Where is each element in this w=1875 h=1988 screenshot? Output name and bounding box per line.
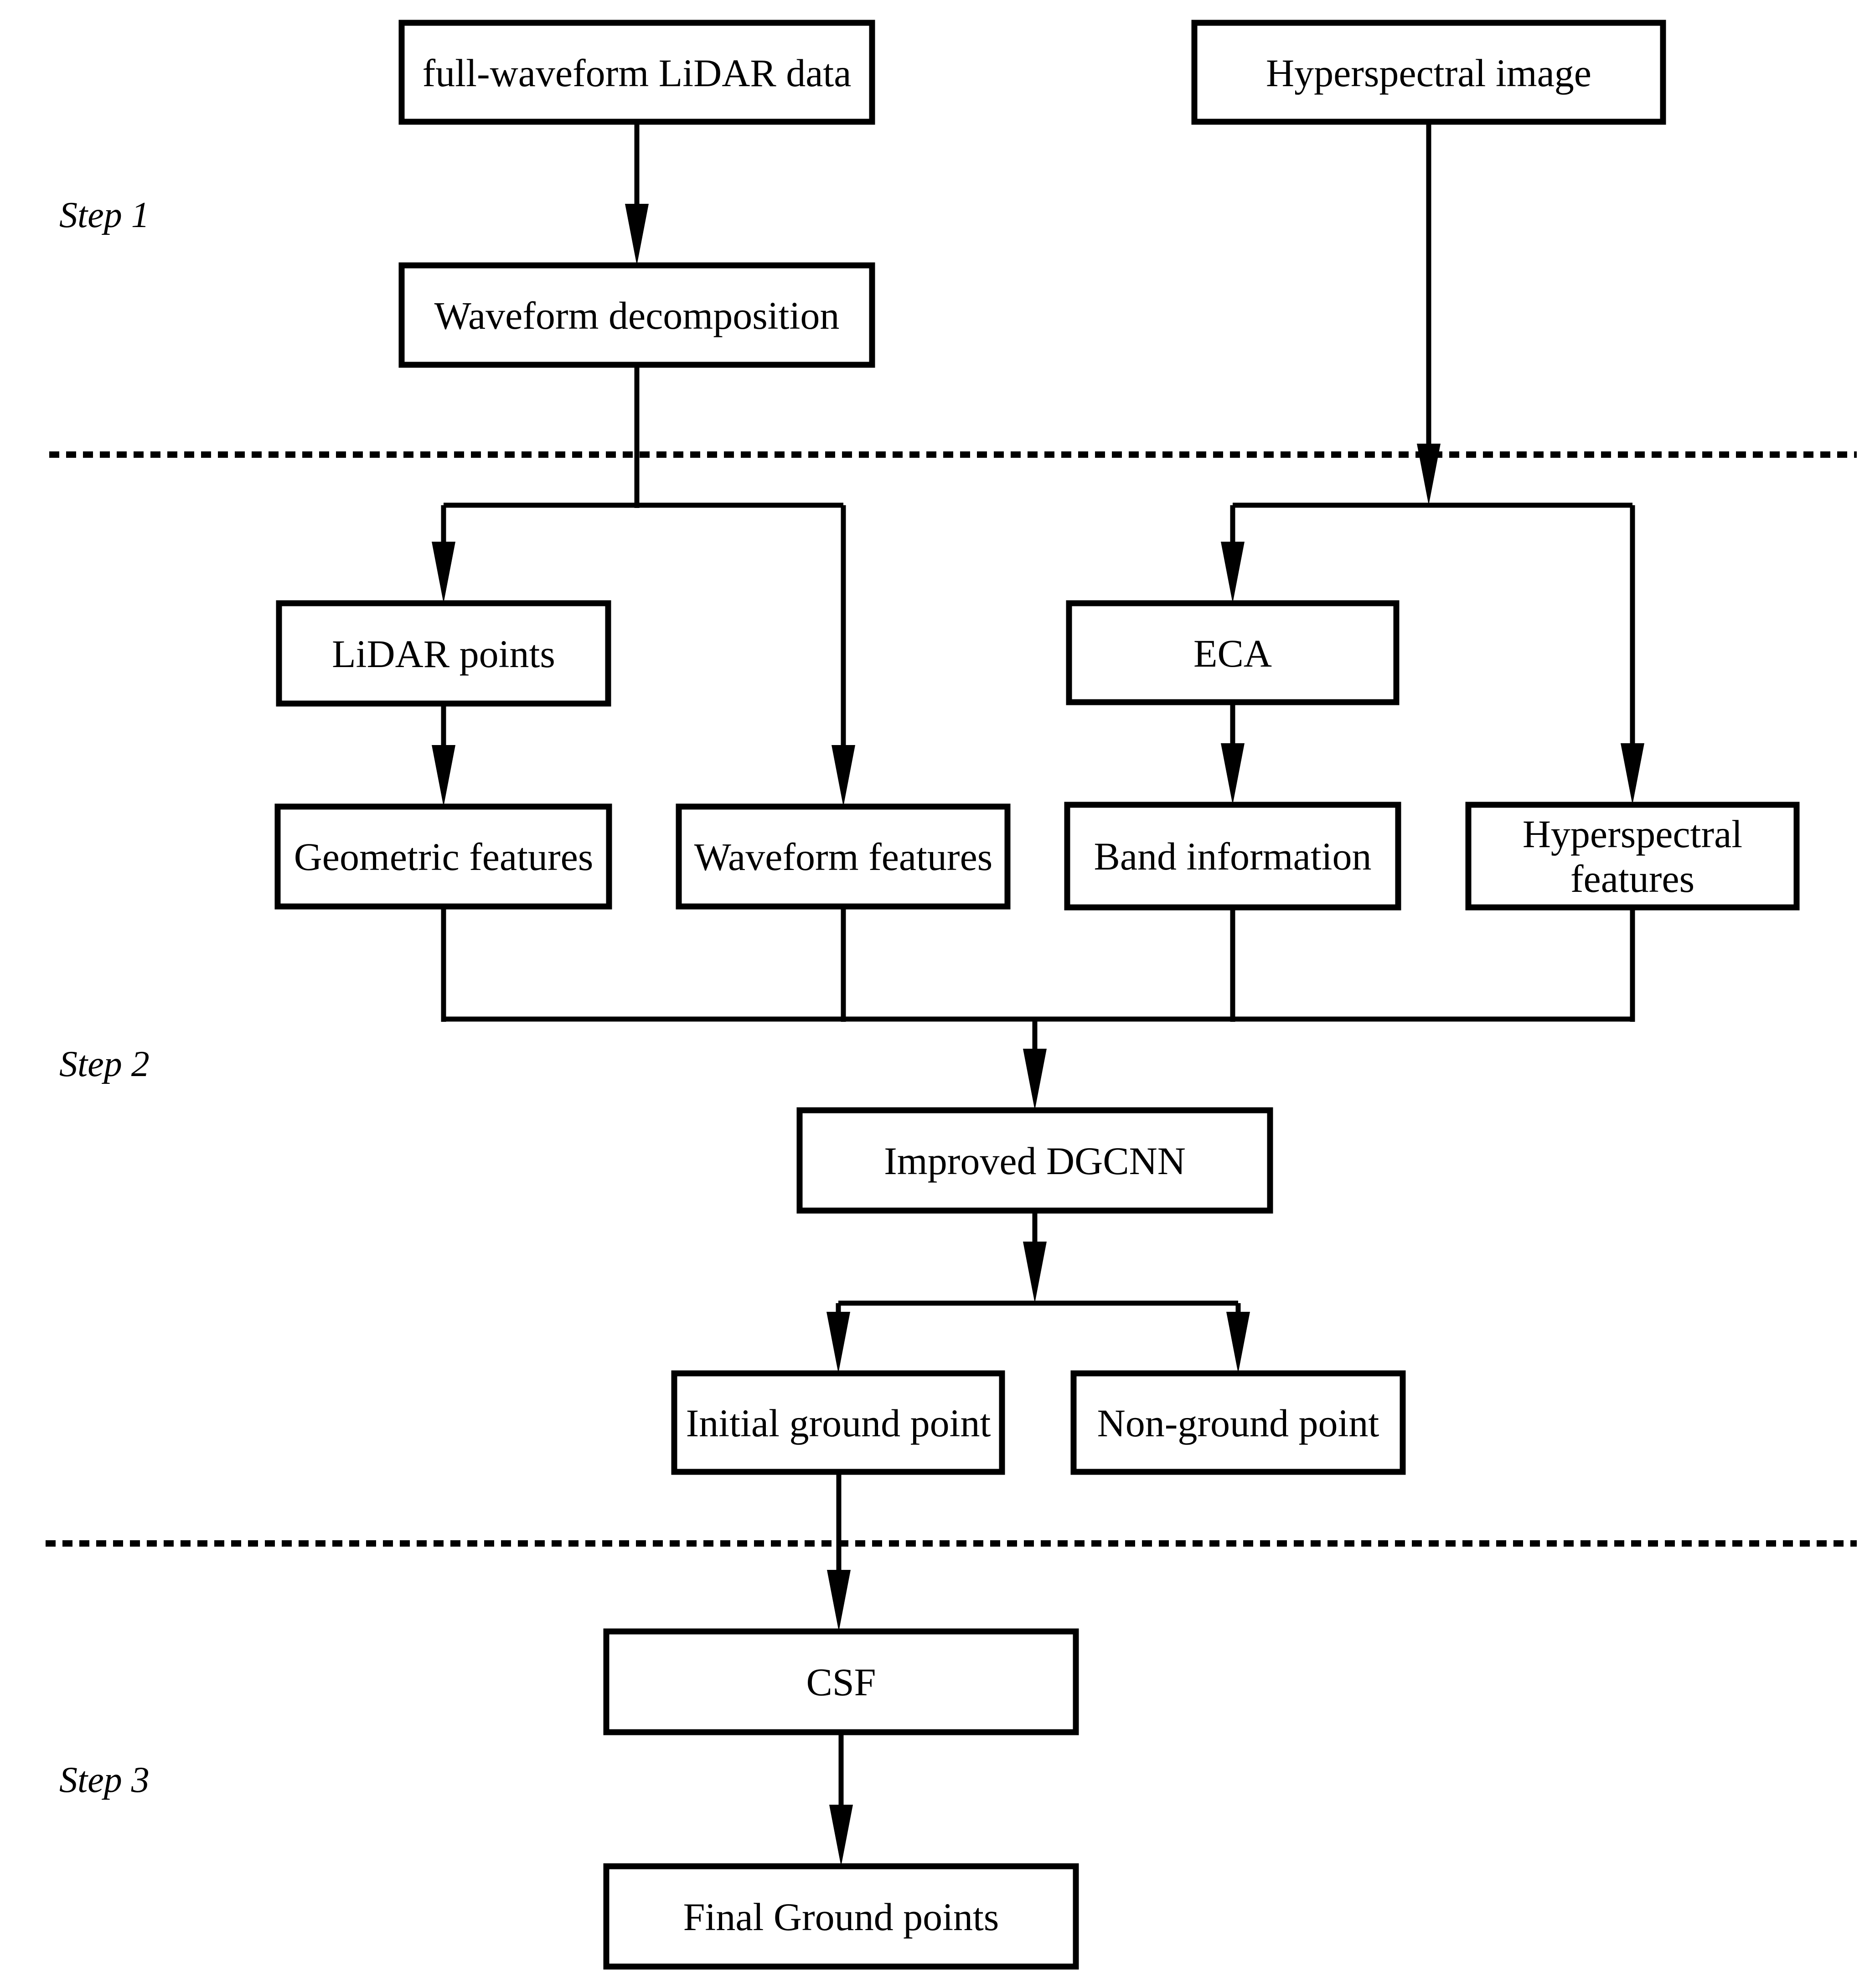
node-improved-dgcnn: Improved DGCNN (796, 1107, 1273, 1214)
node-waveform-decomposition-box (398, 262, 875, 368)
arrowhead-into-geometric-features (432, 745, 455, 807)
node-csf: CSF (603, 1628, 1079, 1735)
node-non-ground-point: Non-ground point (1070, 1370, 1406, 1475)
arrowhead-into-initial-ground-point (826, 1312, 850, 1373)
node-hyperspectral-features-label-line2: features (1570, 857, 1694, 901)
node-hyperspectral-features-label-line1: Hyperspectral (1523, 812, 1742, 856)
arrowhead-into-waveform-features (832, 745, 855, 807)
node-full-waveform-lidar-data-label: full-waveform LiDAR data (423, 51, 852, 95)
node-hyperspectral-features-box (1465, 802, 1800, 911)
node-lidar-points: LiDAR points (276, 600, 611, 707)
node-waveform-decomposition: Waveform decomposition (398, 262, 875, 368)
node-final-ground-points-box (603, 1863, 1079, 1970)
step-labels: Step 1 Step 2 Step 3 (59, 195, 150, 1800)
node-geometric-features: Geometric features (274, 803, 612, 910)
node-eca: ECA (1066, 600, 1400, 705)
arrowhead-into-non-ground-point (1226, 1312, 1250, 1373)
node-waveform-features-box (676, 803, 1011, 910)
node-improved-dgcnn-label: Improved DGCNN (884, 1139, 1186, 1183)
step-separators (46, 451, 1857, 1547)
arrowhead-dgcnn-split-junction (1023, 1242, 1047, 1303)
node-initial-ground-point: Initial ground point (671, 1370, 1005, 1475)
nodes: full-waveform LiDAR data Hyperspectral i… (274, 20, 1800, 1970)
node-band-information-box (1064, 802, 1401, 911)
node-initial-ground-point-label: Initial ground point (686, 1401, 991, 1445)
arrowhead-into-band-information (1221, 743, 1245, 805)
node-hyperspectral-image-box (1191, 20, 1666, 125)
node-waveform-features-label: Waveform features (694, 835, 992, 879)
node-eca-label: ECA (1193, 632, 1272, 675)
node-final-ground-points: Final Ground points (603, 1863, 1079, 1970)
arrowhead-into-eca (1221, 542, 1245, 603)
connectors (432, 122, 1644, 1866)
node-band-information-label: Band information (1094, 834, 1371, 878)
node-lidar-points-label: LiDAR points (332, 632, 555, 676)
step-3-label: Step 3 (59, 1760, 150, 1800)
node-improved-dgcnn-box (796, 1107, 1273, 1214)
node-hyperspectral-features: Hyperspectral features (1465, 802, 1800, 911)
node-non-ground-point-label: Non-ground point (1097, 1401, 1379, 1445)
node-full-waveform-lidar-data: full-waveform LiDAR data (398, 20, 875, 125)
node-eca-box (1066, 600, 1400, 705)
node-lidar-points-box (276, 600, 611, 707)
step-2-label: Step 2 (59, 1044, 150, 1084)
node-initial-ground-point-box (671, 1370, 1005, 1475)
node-non-ground-point-box (1070, 1370, 1406, 1475)
arrowhead-into-hyperspectral-features (1621, 743, 1644, 805)
node-full-waveform-lidar-data-box (398, 20, 875, 125)
node-hyperspectral-image-label: Hyperspectral image (1266, 51, 1591, 95)
node-waveform-features: Waveform features (676, 803, 1011, 910)
arrowhead-into-lidar-points (432, 542, 455, 603)
arrowhead-into-csf (827, 1570, 851, 1631)
node-csf-box (603, 1628, 1079, 1735)
node-csf-label: CSF (806, 1660, 876, 1704)
arrowhead-into-final-ground-points (829, 1805, 853, 1866)
node-geometric-features-box (274, 803, 612, 910)
node-hyperspectral-image: Hyperspectral image (1191, 20, 1666, 125)
node-waveform-decomposition-label: Waveform decomposition (434, 294, 840, 337)
arrowhead-hyperspectral-junction (1417, 444, 1441, 505)
node-band-information: Band information (1064, 802, 1401, 911)
step-1-label: Step 1 (59, 195, 150, 235)
node-final-ground-points-label: Final Ground points (683, 1895, 999, 1939)
arrowhead-into-waveform-decomposition (625, 204, 649, 265)
node-geometric-features-label: Geometric features (294, 835, 594, 879)
arrowhead-into-improved-dgcnn (1023, 1049, 1047, 1110)
